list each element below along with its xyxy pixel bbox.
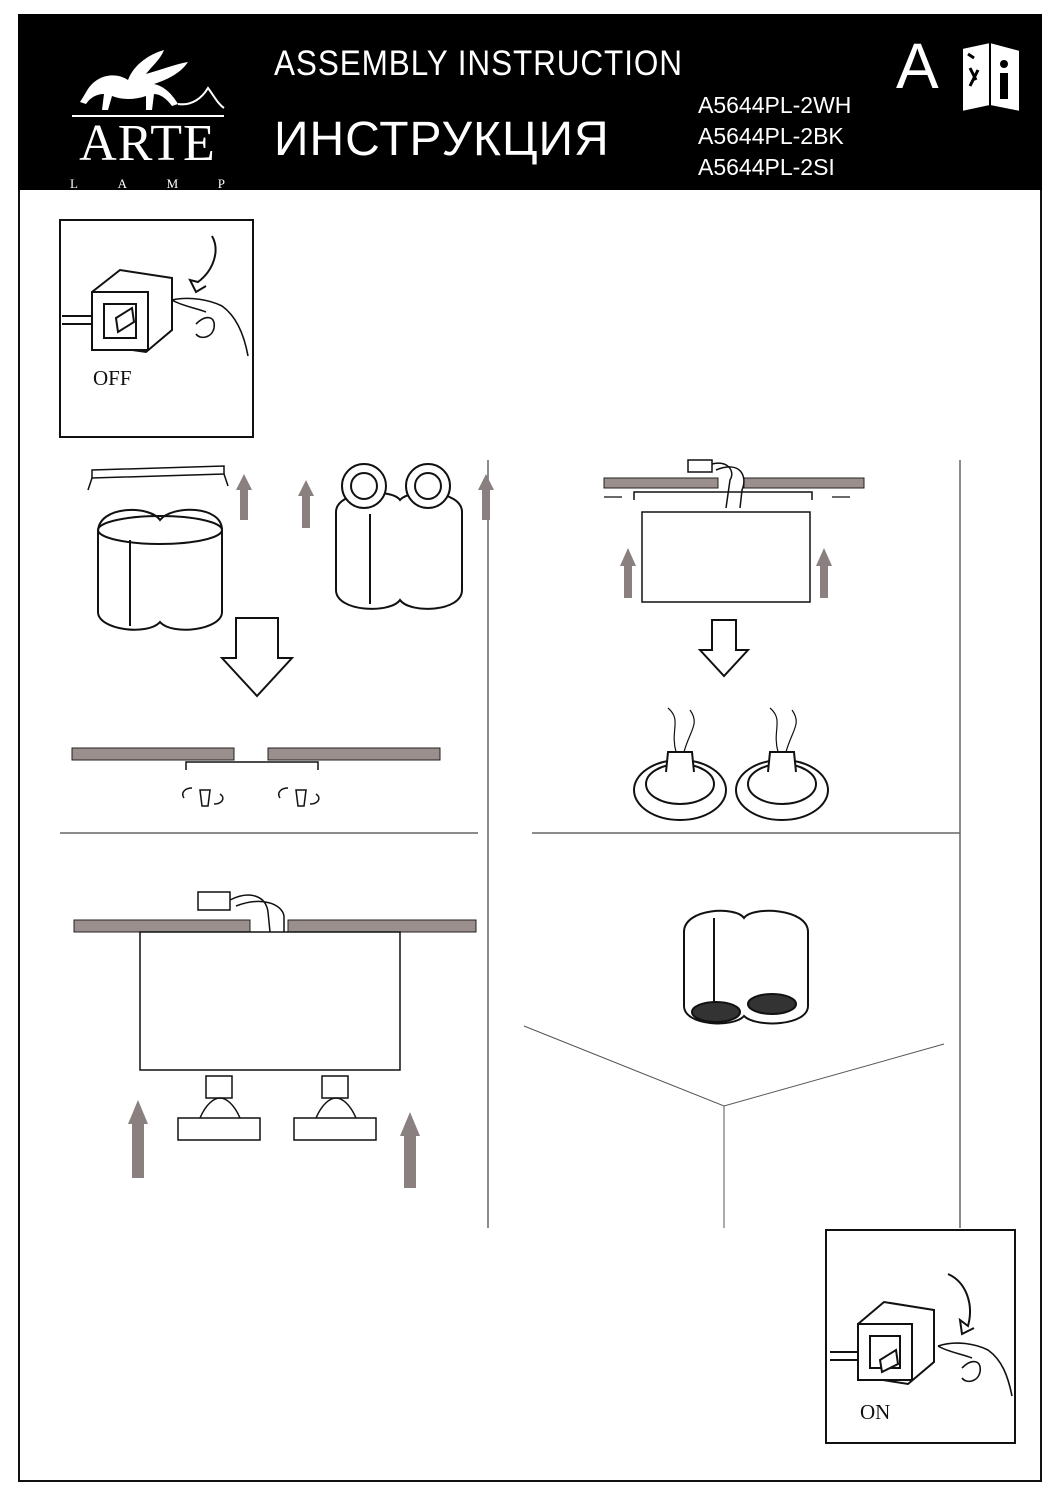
ceiling-corner-lines xyxy=(523,1025,945,1228)
lamp-body-side-icon xyxy=(139,931,401,1071)
spotlight-module-icon xyxy=(633,707,829,821)
up-arrow-icon xyxy=(128,1100,420,1188)
section-letter: A xyxy=(896,30,939,102)
step-mount-bracket xyxy=(71,463,494,807)
title-english: ASSEMBLY INSTRUCTION xyxy=(274,44,683,83)
switch-on-label: ON xyxy=(860,1400,891,1424)
lamp-body-with-spots-icon xyxy=(335,463,463,610)
header-bar: ARTE L A M P ASSEMBLY INSTRUCTION ИНСТРУ… xyxy=(18,14,1042,191)
spotlight-module-icon xyxy=(177,1075,377,1141)
step-insert-modules xyxy=(73,891,477,1188)
model-code: A5644PL-2WH xyxy=(698,92,852,118)
curved-arrow-icon xyxy=(188,235,217,294)
wall-switch-icon xyxy=(62,268,173,354)
terminal-block-icon xyxy=(687,459,745,509)
lamp-body-side-icon xyxy=(641,511,811,603)
curved-arrow-icon xyxy=(947,1273,975,1336)
hand-icon xyxy=(937,1342,1013,1397)
up-arrow-icon xyxy=(236,474,494,528)
title-russian: ИНСТРУКЦИЯ xyxy=(274,113,610,166)
info-book-icon xyxy=(961,40,1021,114)
model-code: A5644PL-2SI xyxy=(698,154,835,180)
step-switch-on xyxy=(825,1229,1016,1444)
lamp-body-icon xyxy=(97,508,223,631)
step-wiring xyxy=(603,459,865,821)
ceiling-board-icon xyxy=(603,477,865,489)
brand-name: ARTE xyxy=(79,115,216,172)
down-arrow-icon xyxy=(219,617,295,698)
ceiling-board-icon xyxy=(73,919,477,933)
griffin-logo-icon xyxy=(72,50,225,117)
down-arrow-icon xyxy=(697,619,751,678)
mounting-bracket-icon xyxy=(87,465,229,491)
up-arrow-icon xyxy=(620,548,832,598)
installed-fixture-icon xyxy=(683,909,809,1025)
wall-switch-icon xyxy=(830,1300,935,1386)
step-mounted-result xyxy=(523,909,945,1228)
terminal-block-icon xyxy=(197,891,285,933)
brand-subtitle: L A M P xyxy=(70,176,225,191)
model-code: A5644PL-2BK xyxy=(698,123,844,149)
screw-icon xyxy=(181,787,320,807)
ceiling-board-icon xyxy=(71,747,441,761)
model-list: A5644PL-2WH A5644PL-2BK A5644PL-2SI xyxy=(698,90,851,183)
switch-off-label: OFF xyxy=(93,366,132,390)
hand-icon xyxy=(171,297,249,357)
step-switch-off xyxy=(59,219,254,438)
